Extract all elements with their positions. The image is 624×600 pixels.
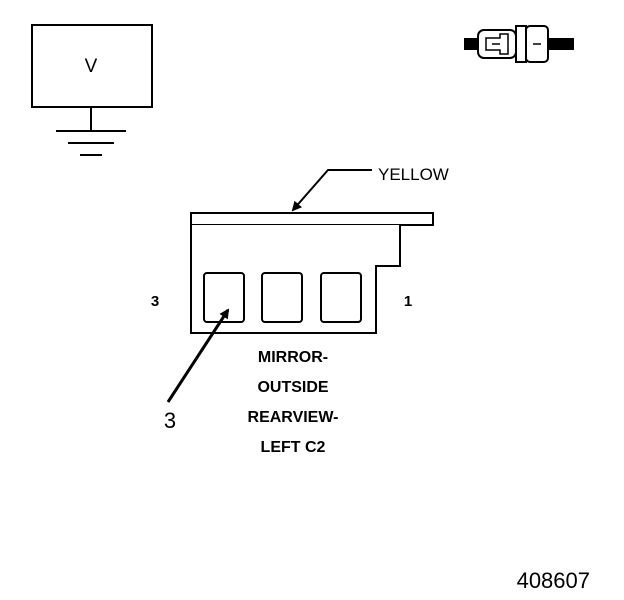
wire-color-label: YELLOW — [378, 165, 449, 184]
wire-leader-arrow — [291, 169, 372, 212]
wire-color-callout: YELLOW — [291, 165, 449, 212]
pin-1-label: 1 — [404, 293, 412, 310]
connector-icon — [464, 25, 574, 63]
connector-name-line-2: OUTSIDE — [257, 379, 328, 396]
ground-icon — [56, 107, 126, 156]
pin-3-label: 3 — [151, 293, 159, 310]
connector-name-line-1: MIRROR- — [258, 349, 328, 366]
connector-name-line-4: LEFT C2 — [261, 439, 326, 456]
connector-name: MIRROR- OUTSIDE REARVIEW- LEFT C2 — [248, 349, 339, 456]
connector-face — [190, 212, 434, 334]
connector-name-line-3: REARVIEW- — [248, 409, 339, 426]
cavity-1 — [320, 272, 362, 323]
cavity-2 — [261, 272, 303, 323]
probe-pin-label: 3 — [164, 408, 176, 433]
figure-number: 408607 — [517, 568, 590, 593]
voltmeter-icon — [31, 24, 153, 108]
connector-top-bar — [190, 212, 434, 226]
probe-arrow — [166, 308, 230, 403]
voltmeter: V — [31, 24, 153, 108]
cavity-3 — [203, 272, 245, 323]
voltmeter-label: V — [85, 56, 98, 77]
